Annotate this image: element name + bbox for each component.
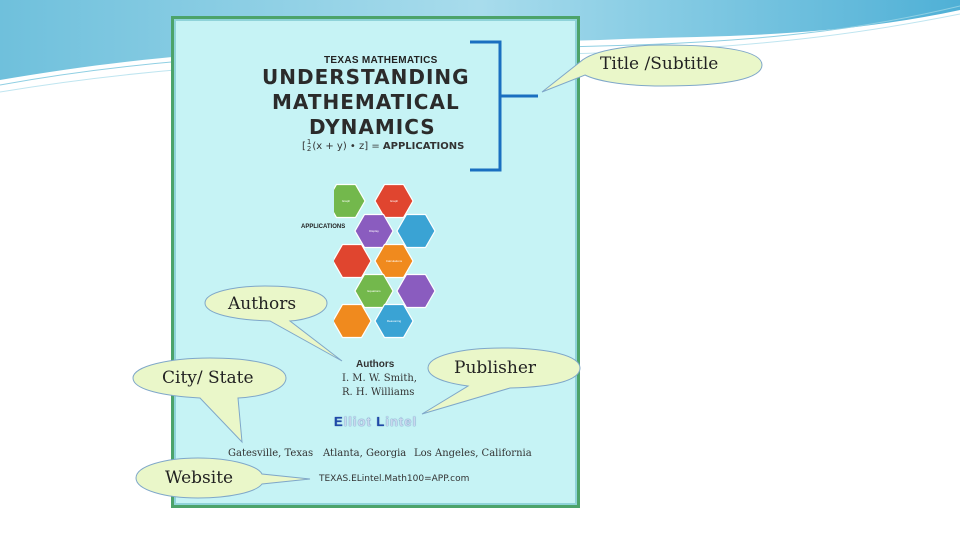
hexagon-label-10: Reasoning (387, 319, 402, 323)
formula-denominator: 2 (306, 145, 312, 153)
cover-inner-border (174, 19, 577, 505)
hexagon-label-1: Graph (342, 199, 351, 203)
website-callout-text: Website (165, 468, 234, 488)
formula-bracket: [ (302, 141, 306, 152)
city-gatesville: Gatesville, Texas (228, 448, 314, 459)
publisher-callout-text: Publisher (454, 358, 537, 378)
cover-title-line-3: DYNAMICS (309, 115, 436, 139)
cover-title-line-2: MATHEMATICAL (272, 90, 460, 114)
publisher-logo: Elliot Lintel (334, 414, 417, 429)
hexagon-label-6: Calculations (386, 259, 403, 263)
hexagon-tile-1 (334, 183, 366, 219)
cover-title-line-1: UNDERSTANDING (262, 65, 470, 89)
hexagon-label-7: Equations (367, 289, 381, 293)
cover-website: TEXAS.ELintel.Math100=APP.com (319, 474, 470, 484)
hexagon-label-3: Display (369, 229, 379, 233)
hexagon-label-2: Graph (390, 199, 399, 203)
hexagon-tile-10 (374, 303, 414, 339)
title-callout-bubble (541, 44, 763, 93)
authors-callout-bubble (204, 285, 343, 362)
city-los-angeles: Los Angeles, California (414, 448, 532, 459)
hexagon-tile-4 (396, 213, 436, 249)
hexagon-tile-6 (374, 243, 414, 279)
city-callout-bubble (132, 357, 287, 444)
city-atlanta: Atlanta, Georgia (323, 448, 407, 459)
applications-label: APPLICATIONS (301, 224, 346, 230)
publisher-initial-l: L (376, 414, 386, 429)
publisher-text-1: lliot (343, 414, 377, 429)
city-callout-text: City/ State (162, 368, 254, 388)
formula-body: (x + y) • z] = (312, 141, 383, 152)
formula-numerator: 1 (306, 138, 312, 146)
formula-result: APPLICATIONS (382, 141, 465, 152)
authors-heading: Authors (356, 359, 395, 370)
publisher-initial-e: E (334, 414, 344, 429)
website-callout-bubble (135, 457, 311, 499)
hexagon-tile-5 (334, 243, 372, 279)
author-2: R. H. Williams (342, 387, 415, 398)
hexagon-tile-9 (334, 303, 372, 339)
hexagon-cluster: Graph GraphDisplayCalculationsEquationsRe… (334, 183, 436, 339)
title-callout-text: Title /Subtitle (600, 54, 719, 74)
hexagon-tile-8 (396, 273, 436, 309)
author-1: I. M. W. Smith, (342, 373, 417, 384)
publisher-callout-bubble (421, 347, 581, 415)
hexagon-tile-2 (374, 183, 414, 219)
title-bracket (470, 40, 538, 172)
publisher-text-2: intel (385, 414, 418, 429)
authors-callout-text: Authors (228, 294, 297, 314)
cover-kicker: TEXAS MATHEMATICS (324, 55, 438, 66)
